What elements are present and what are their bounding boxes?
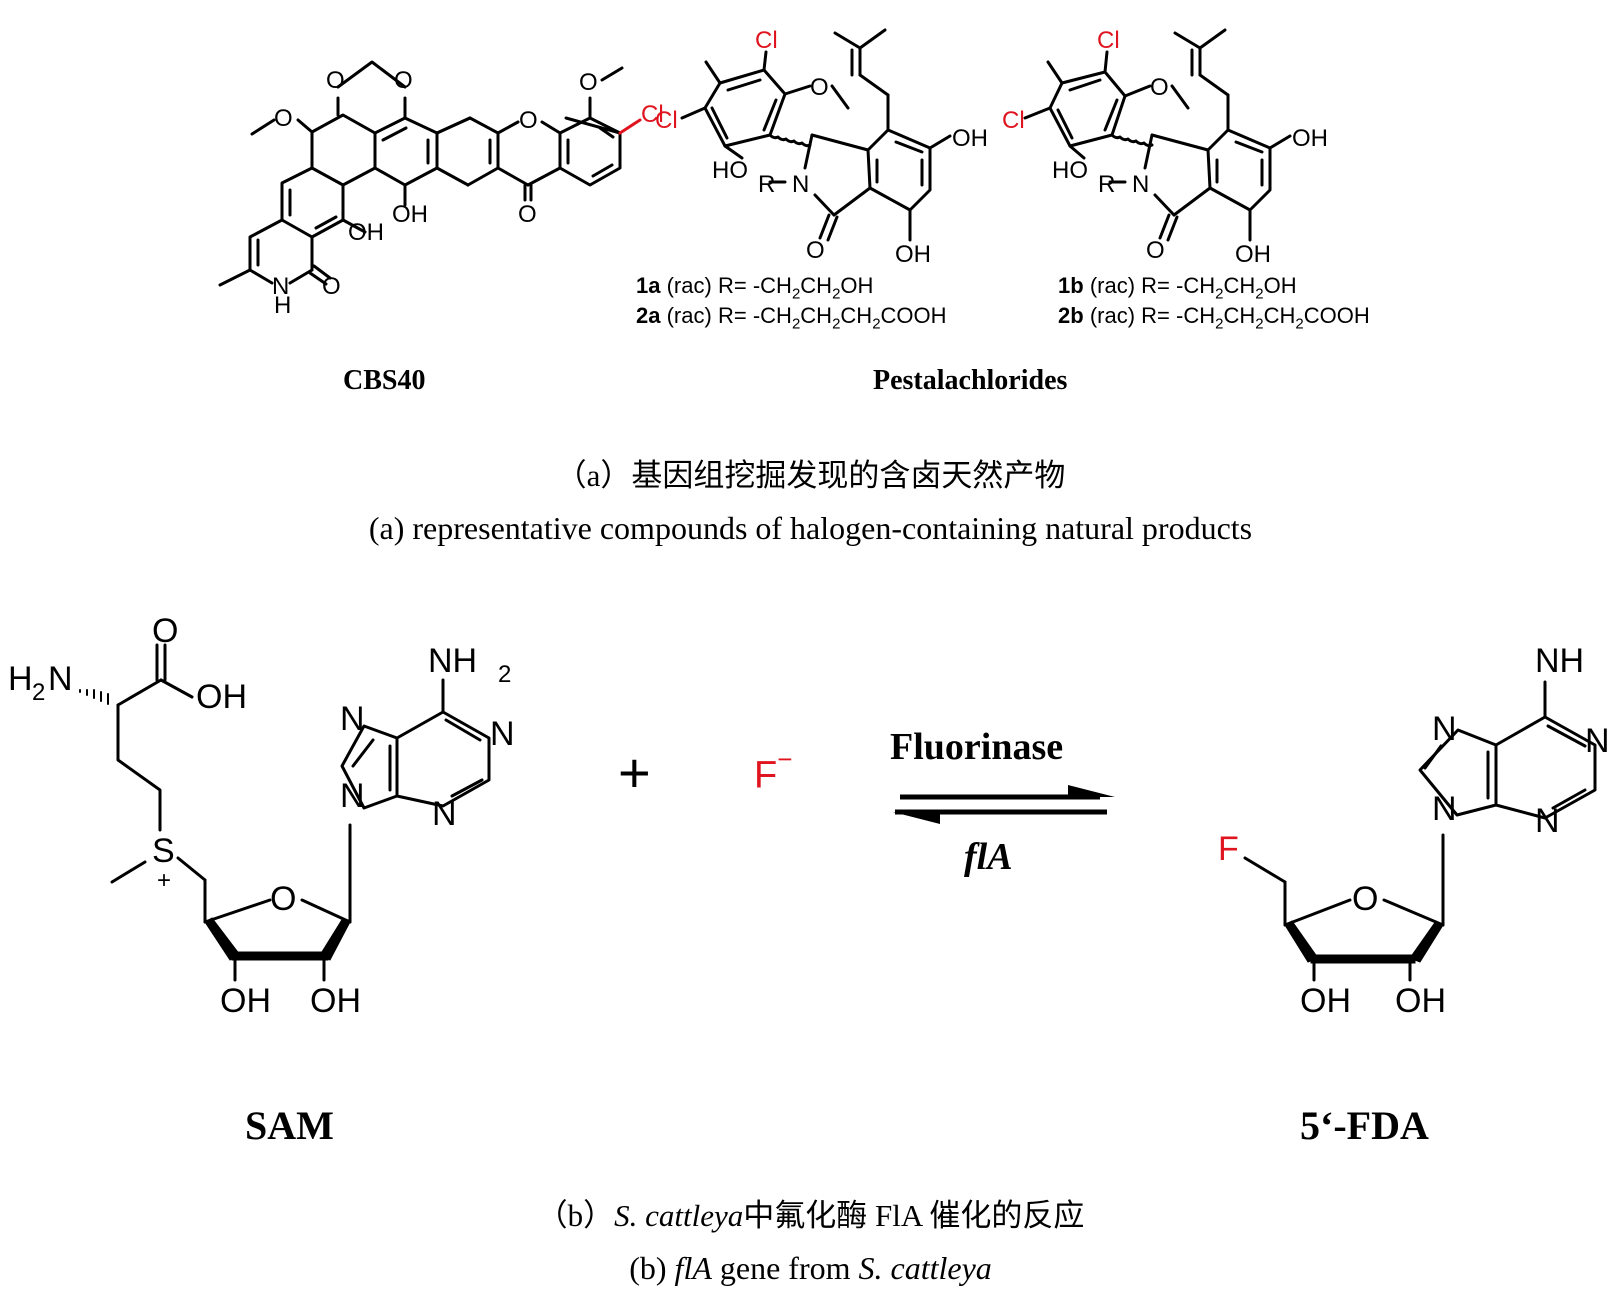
svg-text:OH: OH <box>348 219 384 246</box>
svg-text:R: R <box>1098 171 1115 198</box>
svg-text:OH: OH <box>952 125 988 152</box>
svg-text:N: N <box>1432 710 1457 748</box>
pestalachloride-b-bonds <box>1023 28 1292 242</box>
caption-b-english: (b) flA gene from S. cattleya <box>0 1250 1621 1287</box>
cbs40-bonds <box>218 60 642 287</box>
compound-label-fda: 5‘-FDA <box>1300 1103 1429 1148</box>
r-group-2a: 2a (rac) R= -CH2CH2CH2COOH <box>636 303 947 333</box>
forward-arrow-head <box>1068 785 1115 797</box>
svg-text:Cl: Cl <box>1097 27 1120 54</box>
pestalachloride-a-bonds <box>680 28 952 242</box>
svg-text:HO: HO <box>1052 157 1088 184</box>
svg-text:OH: OH <box>310 982 361 1020</box>
svg-text:O: O <box>806 237 825 264</box>
svg-text:O: O <box>1352 880 1378 918</box>
svg-text:O: O <box>274 105 293 132</box>
plus-sign: + <box>618 741 651 804</box>
svg-text:Cl: Cl <box>1002 107 1025 134</box>
svg-text:OH: OH <box>1395 982 1446 1020</box>
svg-text:R: R <box>758 171 775 198</box>
caption-b-cn-species: S. cattleya <box>614 1198 744 1233</box>
svg-text:O: O <box>394 67 413 94</box>
svg-text:S: S <box>152 832 175 870</box>
cbs40-atoms: O O O O O Cl OH OH O N H O <box>272 67 664 319</box>
svg-text:HO: HO <box>712 157 748 184</box>
svg-text:O: O <box>322 273 341 300</box>
svg-text:OH: OH <box>1300 982 1351 1020</box>
svg-text:O: O <box>519 107 538 134</box>
svg-text:O: O <box>1150 74 1169 101</box>
svg-text:2: 2 <box>32 679 45 706</box>
svg-text:H: H <box>274 292 291 319</box>
caption-b-cn-prefix: （b） <box>536 1198 615 1233</box>
svg-text:O: O <box>326 67 345 94</box>
svg-text:OH: OH <box>1235 241 1271 268</box>
svg-text:N: N <box>1432 790 1457 828</box>
svg-text:N: N <box>792 171 809 198</box>
fda-bonds <box>1243 680 1597 982</box>
fda-atoms: F O OH OH N N N N NH 2 <box>1218 642 1610 1020</box>
r-group-1a: 1a (rac) R= -CH2CH2OH <box>636 273 874 303</box>
pestalachloride-b-atoms: Cl Cl O HO R N OH OH O <box>1002 27 1328 268</box>
reverse-arrow-head <box>893 812 940 824</box>
caption-b-cn-suffix: 中氟化酶 FlA 催化的反应 <box>743 1198 1085 1233</box>
svg-text:N: N <box>432 795 457 833</box>
svg-text:OH: OH <box>392 201 428 228</box>
pestalachloride-a-atoms: Cl Cl O HO R N OH OH O <box>655 27 988 268</box>
svg-text:O: O <box>1146 237 1165 264</box>
svg-text:N: N <box>1585 722 1610 760</box>
svg-text:N: N <box>1132 171 1149 198</box>
enzyme-label-fluorinase: Fluorinase <box>890 726 1064 768</box>
fluoride-ion: F− <box>754 746 792 797</box>
fluoride-symbol: F <box>754 754 778 797</box>
caption-b-en-species: S. cattleya <box>858 1250 992 1286</box>
svg-text:H: H <box>8 660 33 698</box>
svg-text:N: N <box>340 777 365 815</box>
svg-text:OH: OH <box>220 982 271 1020</box>
svg-text:NH: NH <box>428 642 477 680</box>
r-group-1b: 1b (rac) R= -CH2CH2OH <box>1058 273 1297 303</box>
svg-text:NH: NH <box>1535 642 1584 680</box>
caption-b-chinese: （b）S. cattleya中氟化酶 FlA 催化的反应 <box>0 1190 1621 1235</box>
caption-b-en-prefix: (b) <box>629 1250 675 1286</box>
caption-b-en-gene: flA <box>674 1250 712 1286</box>
caption-b-en-middle: gene from <box>711 1250 859 1286</box>
svg-text:N: N <box>48 660 73 698</box>
svg-text:+: + <box>157 867 171 894</box>
svg-text:OH: OH <box>895 241 931 268</box>
r-group-2b: 2b (rac) R= -CH2CH2CH2COOH <box>1058 303 1370 333</box>
sam-atoms: O OH H 2 N S + O OH OH N N N N N NH 2 <box>8 612 515 1020</box>
compound-label-sam: SAM <box>245 1103 334 1148</box>
svg-text:O: O <box>810 74 829 101</box>
svg-text:F: F <box>1218 830 1239 868</box>
svg-text:O: O <box>270 880 296 918</box>
svg-text:Cl: Cl <box>641 101 664 128</box>
svg-text:O: O <box>518 201 537 228</box>
svg-text:OH: OH <box>196 678 247 716</box>
gene-label-fla: flA <box>964 836 1013 878</box>
compound-label-pestalachlorides: Pestalachlorides <box>873 365 1068 396</box>
svg-text:2: 2 <box>498 661 511 688</box>
svg-text:N: N <box>1535 802 1560 840</box>
svg-text:N: N <box>340 700 365 738</box>
svg-text:O: O <box>579 69 598 96</box>
fluoride-charge: − <box>777 744 793 774</box>
sam-bonds <box>79 643 491 982</box>
hashed-bond <box>79 689 109 705</box>
svg-text:Cl: Cl <box>755 27 778 54</box>
svg-text:O: O <box>152 612 178 650</box>
caption-a-english: (a) representative compounds of halogen-… <box>368 510 1253 546</box>
svg-text:OH: OH <box>1292 125 1328 152</box>
compound-label-cbs40: CBS40 <box>343 365 426 396</box>
svg-text:Cl: Cl <box>655 107 678 134</box>
svg-text:N: N <box>490 715 515 753</box>
caption-a-chinese: （a）基因组挖掘发现的含卤天然产物 <box>555 458 1066 493</box>
svg-text:N: N <box>272 273 289 300</box>
